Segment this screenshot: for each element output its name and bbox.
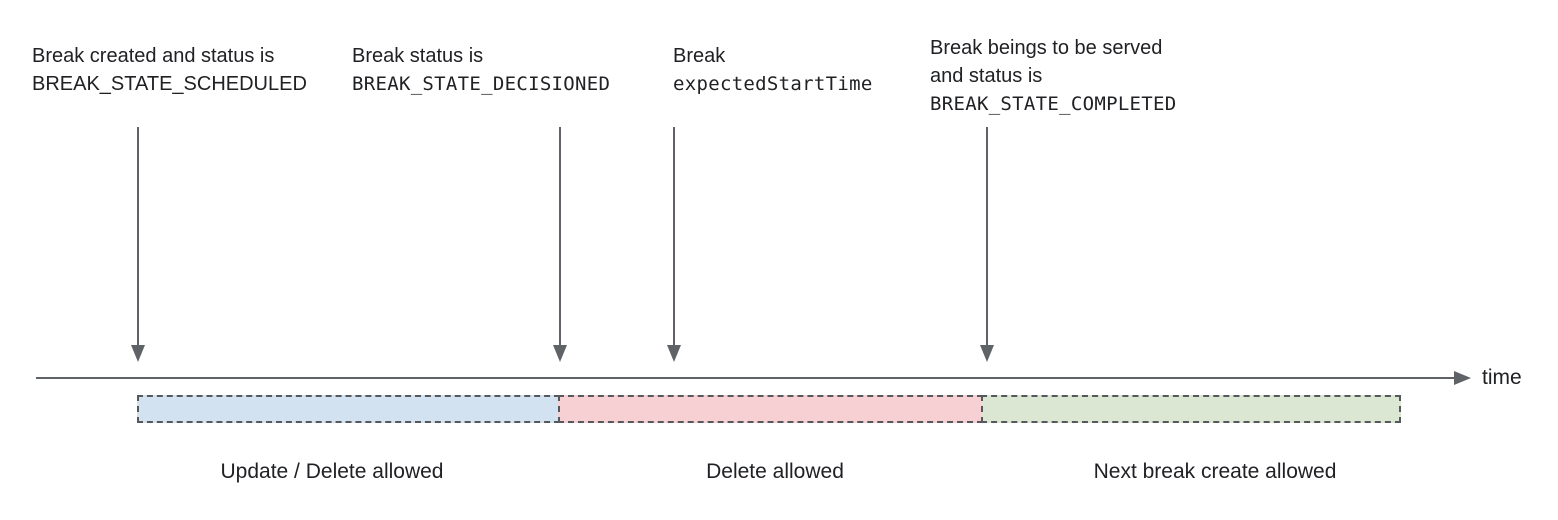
event-arrow-break-completed: [980, 127, 994, 362]
arrow-right-icon: [1454, 371, 1471, 385]
arrow-down-icon: [553, 345, 567, 362]
arrow-down-icon: [667, 345, 681, 362]
arrow-down-icon: [980, 345, 994, 362]
event-arrow-expected-start: [667, 127, 681, 362]
annotation-text: Break: [673, 45, 726, 67]
annotation-text: Break beings to be served: [930, 37, 1163, 59]
arrow-shaft: [559, 127, 561, 346]
segment-next-break-create-allowed: [981, 395, 1401, 423]
time-axis-label: time: [1482, 366, 1522, 389]
event-arrow-break-created: [131, 127, 145, 362]
annotation-text: and status is: [930, 65, 1043, 87]
segment-label-delete: Delete allowed: [706, 460, 844, 483]
segment-label-update-delete: Update / Delete allowed: [220, 460, 444, 483]
segment-label-next-break-create: Next break create allowed: [1093, 460, 1337, 483]
annotation-state-code: BREAK_STATE_SCHEDULED: [32, 73, 307, 95]
time-axis: [36, 377, 1456, 379]
annotation-break-created: Break created and status is BREAK_STATE_…: [32, 42, 307, 98]
segment-delete-allowed: [558, 395, 983, 423]
phase-segments: [137, 395, 1401, 423]
event-arrow-break-decisioned: [553, 127, 567, 362]
annotation-break-decisioned: Break status is BREAK_STATE_DECISIONED: [352, 42, 610, 98]
arrow-shaft: [137, 127, 139, 346]
annotation-text: Break status is: [352, 45, 484, 67]
arrow-down-icon: [131, 345, 145, 362]
annotation-break-completed: Break beings to be served and status is …: [930, 34, 1177, 118]
annotation-state-code: BREAK_STATE_DECISIONED: [352, 73, 611, 95]
annotation-field-code: expectedStartTime: [673, 73, 873, 95]
annotation-expected-start: Break expectedStartTime: [673, 42, 873, 98]
annotation-text: Break created and status is: [32, 45, 275, 67]
annotation-state-code: BREAK_STATE_COMPLETED: [930, 93, 1177, 115]
segment-update-delete-allowed: [137, 395, 560, 423]
arrow-shaft: [986, 127, 988, 346]
arrow-shaft: [673, 127, 675, 346]
